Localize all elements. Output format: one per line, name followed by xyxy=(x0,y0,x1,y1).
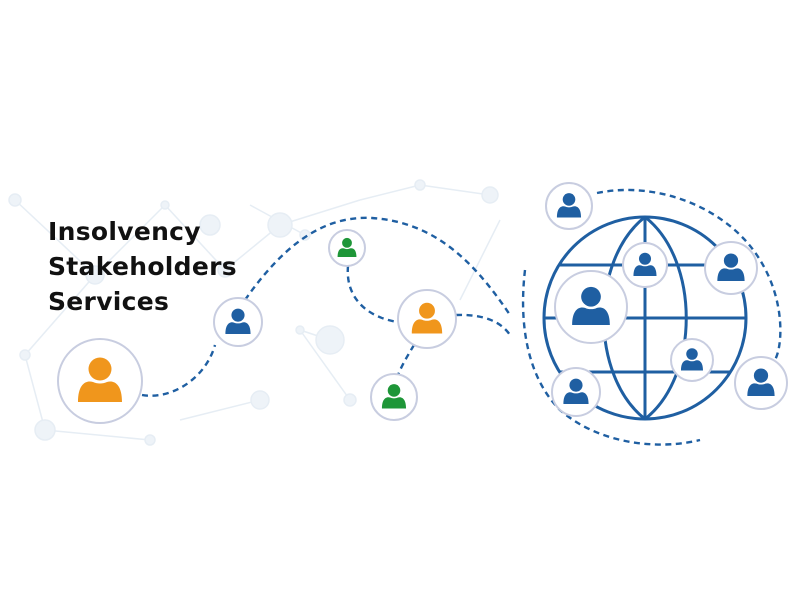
person-icon xyxy=(563,378,589,404)
connection-path xyxy=(396,344,416,376)
globe-node xyxy=(551,367,601,417)
globe-node xyxy=(704,241,758,295)
connection-path xyxy=(244,216,511,316)
person-icon xyxy=(681,348,703,371)
person-icon xyxy=(411,302,443,334)
stakeholder-node xyxy=(328,229,366,267)
globe-node xyxy=(622,242,668,288)
person-icon xyxy=(633,252,657,276)
page-title: Insolvency Stakeholders Services xyxy=(48,214,237,319)
globe-node xyxy=(670,338,714,382)
person-icon xyxy=(225,308,251,334)
stakeholder-node-main xyxy=(57,338,143,424)
person-icon xyxy=(717,253,745,281)
stakeholder-node xyxy=(370,373,418,421)
stakeholder-node xyxy=(397,289,457,349)
person-icon xyxy=(337,237,357,257)
person-icon xyxy=(78,357,122,402)
connection-path xyxy=(596,188,782,361)
connection-path xyxy=(141,344,217,397)
background-network xyxy=(8,179,501,446)
globe-node-main xyxy=(554,270,628,344)
title-line: Stakeholders xyxy=(48,252,237,281)
globe-node xyxy=(734,356,788,410)
person-icon xyxy=(381,384,407,409)
person-icon xyxy=(556,193,582,218)
person-icon xyxy=(572,286,610,325)
stakeholder-node xyxy=(213,297,263,347)
person-icon xyxy=(747,368,775,396)
stakeholder-node xyxy=(545,182,593,230)
connection-path xyxy=(346,265,399,324)
connection-path xyxy=(455,313,511,336)
title-line: Insolvency xyxy=(48,217,201,246)
title-line: Services xyxy=(48,287,170,316)
